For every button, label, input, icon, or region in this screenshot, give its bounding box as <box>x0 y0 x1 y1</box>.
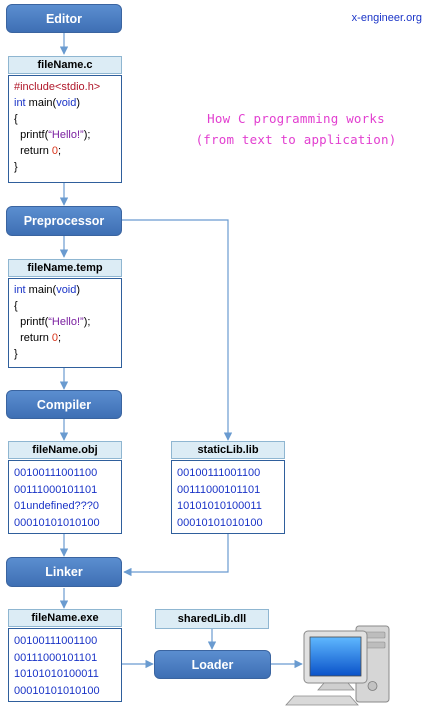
code-line: int main(void) <box>14 95 116 111</box>
code-line: #include<stdio.h> <box>14 79 116 95</box>
file-title-sharedlib: sharedLib.dll <box>155 609 269 629</box>
code-token: #include<stdio.h> <box>14 81 101 93</box>
code-block-temp: int main(void) { printf(“Hello!”); return… <box>8 278 122 368</box>
code-line: printf(“Hello!”); <box>14 314 116 330</box>
binary-line: 00010101010100 <box>14 684 100 697</box>
code-line: } <box>14 159 116 175</box>
code-token: { <box>14 113 18 125</box>
code-token: printf( <box>14 316 49 328</box>
headline-line-2: (from text to application) <box>195 132 397 147</box>
arrow-staticlib-to-linker <box>123 534 229 577</box>
brand-label[interactable]: x-engineer.org <box>351 12 422 24</box>
code-token: “Hello!” <box>48 316 84 328</box>
binary-line: 10101010100011 <box>14 668 99 680</box>
stage-editor: Editor <box>6 4 122 33</box>
file-title-obj: fileName.obj <box>8 441 122 459</box>
code-token: ; <box>58 145 62 157</box>
file-title-exe: fileName.exe <box>8 609 122 627</box>
code-token: { <box>14 300 18 312</box>
code-token: “Hello!” <box>48 129 84 141</box>
code-line: { <box>14 111 116 127</box>
code-line: return 0; <box>14 143 116 159</box>
code-token: return <box>14 145 52 157</box>
code-token: ) <box>76 284 81 296</box>
code-token: ); <box>83 316 91 328</box>
stage-compiler: Compiler <box>6 390 122 419</box>
binary-line: 00111000101101 <box>14 483 98 496</box>
code-token: 0 <box>51 145 59 157</box>
code-token: main( <box>25 284 57 296</box>
binary-line: 00010101010100 <box>14 516 100 529</box>
binary-line: 00010101010100 <box>177 516 263 529</box>
code-token: void <box>56 284 77 296</box>
binary-line: 10101010100011 <box>177 500 262 512</box>
binary-block-obj: 00100111001100 00111000101101 01undefined?… <box>8 460 122 534</box>
code-line: int main(void) <box>14 282 116 298</box>
code-line: } <box>14 346 116 362</box>
file-title-temp: fileName.temp <box>8 259 122 277</box>
headline: How C programming works (from text to ap… <box>160 108 432 150</box>
code-token: 0 <box>51 332 59 344</box>
binary-line: 00111000101101 <box>177 483 261 496</box>
code-line: printf(“Hello!”); <box>14 127 116 143</box>
code-token: ; <box>58 332 62 344</box>
code-token: ) <box>76 97 81 109</box>
binary-line: 00100111001100 <box>14 635 98 647</box>
computer-icon <box>285 625 390 706</box>
stage-preprocessor: Preprocessor <box>6 206 122 236</box>
binary-line: 00111000101101 <box>14 651 98 664</box>
binary-line: 00100111001100 <box>177 467 261 479</box>
code-token: } <box>14 161 18 173</box>
code-token: void <box>56 97 77 109</box>
code-token: int <box>14 97 26 109</box>
headline-line-1: How C programming works <box>207 111 385 126</box>
arrow-preprocessor-to-staticlib <box>122 219 233 441</box>
binary-line: 01undefined???0 <box>14 500 100 512</box>
binary-block-staticlib: 00100111001100 00111000101101 101010101000… <box>171 460 285 534</box>
code-line: { <box>14 298 116 314</box>
code-token: main( <box>25 97 57 109</box>
file-title-staticlib: staticLib.lib <box>171 441 285 459</box>
binary-block-exe: 00100111001100 00111000101101 101010101000… <box>8 628 122 702</box>
stage-linker: Linker <box>6 557 122 587</box>
code-token: } <box>14 348 18 360</box>
file-title-source: fileName.c <box>8 56 122 74</box>
code-token: return <box>14 332 52 344</box>
code-block-source: #include<stdio.h> int main(void) { printf(… <box>8 75 122 183</box>
code-token: int <box>14 284 26 296</box>
code-token: ); <box>83 129 91 141</box>
code-token: printf( <box>14 129 49 141</box>
binary-line: 00100111001100 <box>14 467 98 479</box>
stage-loader: Loader <box>154 650 271 679</box>
code-line: return 0; <box>14 330 116 346</box>
